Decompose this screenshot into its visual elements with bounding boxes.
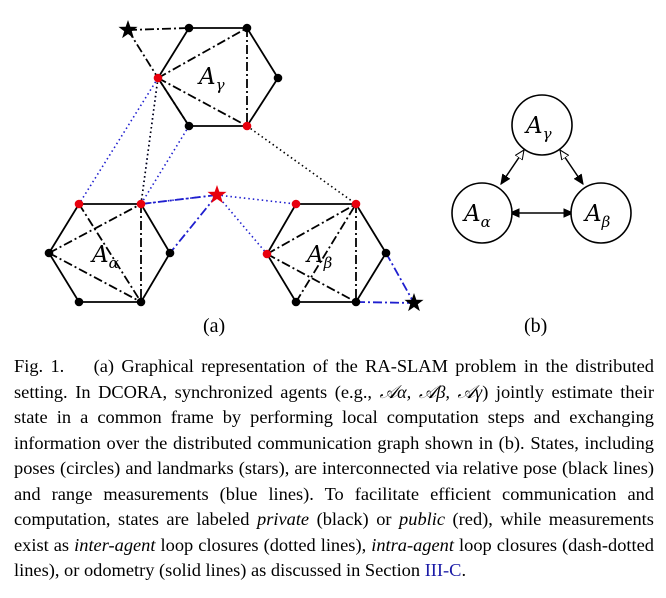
- svg-text:Aα: Aα: [462, 201, 491, 231]
- private-landmark-star-gamma: [118, 20, 138, 39]
- agents-math: 𝒜α, 𝒜β, 𝒜γ: [379, 381, 483, 402]
- comm-node-alpha: Aα: [451, 182, 513, 244]
- intra-agent-range-edges: [140, 194, 415, 304]
- comm-node-gamma: Aγ: [511, 94, 573, 156]
- panel-b: Aγ Aα Aβ: [451, 94, 632, 244]
- private-pose-nodes: [44, 23, 391, 307]
- svg-text:Aγ: Aγ: [524, 113, 552, 143]
- section-reference-link[interactable]: III-C: [424, 560, 462, 580]
- agent-alpha-label: Aα: [90, 242, 119, 272]
- agent-gamma-label: Aγ: [197, 64, 225, 94]
- subfigure-label-b: (b): [524, 315, 548, 337]
- comm-node-beta: Aβ: [570, 182, 632, 244]
- figure-number: Fig. 1.: [14, 356, 65, 376]
- private-landmark-star-beta: [404, 293, 424, 312]
- inter-agent-pose-edges: [140, 77, 357, 205]
- svg-text:Aβ: Aβ: [583, 201, 611, 231]
- agent-beta-graph: [265, 203, 388, 303]
- subfigure-label-a: (a): [203, 315, 226, 337]
- panel-a: Aγ Aα Aβ: [44, 20, 424, 312]
- public-landmark-star: [207, 185, 227, 204]
- public-pose-nodes: [74, 73, 361, 259]
- agent-beta-label: Aβ: [305, 242, 333, 272]
- comm-graph-edges: [501, 150, 583, 213]
- figure-diagram: Aγ Aα Aβ Aγ Aα Aβ: [44, 20, 632, 312]
- agent-alpha-graph: [47, 203, 172, 303]
- figure-caption: Fig. 1. (a) Graphical representation of …: [14, 356, 654, 580]
- inter-agent-range-edges: [78, 77, 297, 255]
